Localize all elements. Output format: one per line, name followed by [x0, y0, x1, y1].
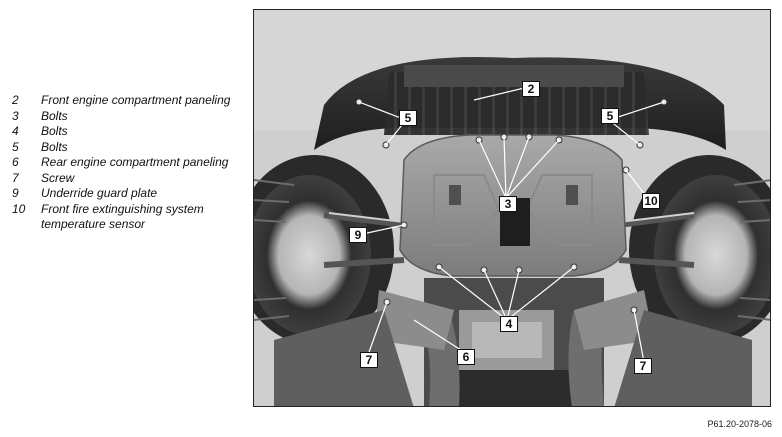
callout-6: 6 [457, 349, 475, 365]
callout-9: 9 [349, 227, 367, 243]
plate-slot-left [449, 185, 461, 205]
legend-number: 9 [12, 186, 19, 200]
legend-text: Front engine compartment paneling [41, 93, 231, 107]
legend-text: Bolts [41, 108, 68, 123]
legend-number: 6 [12, 155, 19, 169]
callout-5-right: 5 [601, 108, 619, 124]
plate-embossing [433, 174, 593, 246]
callout-10: 10 [642, 193, 660, 209]
rear-paneling-right [574, 290, 654, 350]
left-tire-tread [254, 179, 295, 321]
legend-number: 7 [12, 170, 19, 185]
legend-item: 10 Front fire extinguishing system tempe… [12, 202, 252, 233]
callout-7-right: 7 [634, 358, 652, 374]
legend-number: 3 [12, 108, 19, 123]
legend-text: Screw [41, 170, 75, 185]
legend-text: Rear engine compartment paneling [41, 155, 229, 169]
legend-item: 4 Bolts [12, 124, 252, 140]
transmission-area [434, 370, 594, 406]
legend-number: 2 [12, 93, 19, 107]
callout-2: 2 [522, 81, 540, 97]
legend-text: Underride guard plate [41, 186, 158, 200]
legend: 2 Front engine compartment paneling 3 Bo… [12, 93, 252, 233]
legend-text: Front fire extinguishing system temperat… [41, 201, 204, 232]
legend-item: 6 Rear engine compartment paneling [12, 155, 252, 171]
legend-item: 5 Bolts [12, 140, 252, 156]
legend-number: 4 [12, 124, 19, 138]
callout-5-left: 5 [399, 110, 417, 126]
legend-number: 10 [12, 201, 26, 216]
legend-item: 3 Bolts [12, 109, 252, 125]
right-tire-tread [733, 179, 770, 321]
legend-text: Bolts [41, 124, 68, 138]
underbody-photo: 2 5 5 3 10 9 4 7 6 7 [253, 9, 771, 407]
underbody-illustration [254, 10, 770, 406]
legend-item: 2 Front engine compartment paneling [12, 93, 252, 109]
callout-7-left: 7 [360, 352, 378, 368]
front-paneling-edge [404, 65, 624, 87]
legend-number: 5 [12, 139, 19, 154]
legend-item: 7 Screw [12, 171, 252, 187]
figure-reference: P61.20-2078-06 [707, 419, 772, 429]
legend-item: 9 Underride guard plate [12, 186, 252, 202]
body-floor-left [274, 310, 414, 406]
legend-text: Bolts [41, 139, 68, 154]
body-floor-right [614, 310, 752, 406]
callout-4: 4 [500, 316, 518, 332]
suspension-highlights [328, 212, 695, 223]
front-paneling-ribs [384, 72, 649, 135]
plate-slot-right [566, 185, 578, 205]
callout-3: 3 [499, 196, 517, 212]
suspension-arms [323, 212, 695, 268]
